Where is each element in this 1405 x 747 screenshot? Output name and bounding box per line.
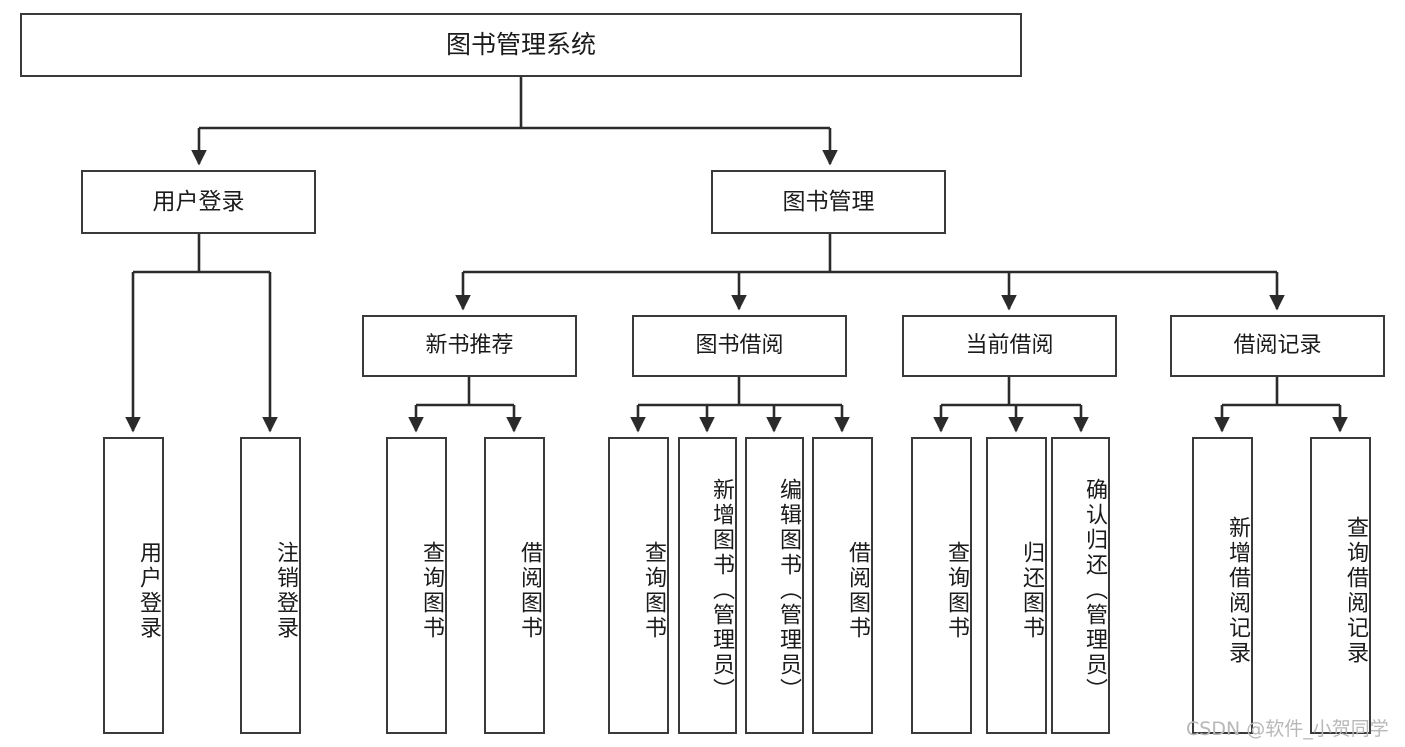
node-leaf-query-book-2[interactable]: 查询图书 [608, 437, 669, 734]
node-new-book-recommend[interactable]: 新书推荐 [362, 315, 577, 377]
node-leaf-user-login[interactable]: 用户登录 [103, 437, 164, 734]
node-leaf-add-book[interactable]: 新增图书（管理员） [678, 437, 737, 734]
node-leaf-return-book[interactable]: 归还图书 [986, 437, 1047, 734]
node-root[interactable]: 图书管理系统 [20, 13, 1022, 77]
node-leaf-query-book-3[interactable]: 查询图书 [911, 437, 972, 734]
node-book-management[interactable]: 图书管理 [711, 170, 946, 234]
node-leaf-query-record[interactable]: 查询借阅记录 [1310, 437, 1371, 734]
node-new-book-recommend-label: 新书推荐 [425, 333, 514, 359]
node-leaf-return-book-label: 归还图书 [1019, 540, 1044, 641]
node-leaf-add-record-label: 新增借阅记录 [1225, 515, 1250, 666]
node-leaf-edit-book[interactable]: 编辑图书（管理员） [745, 437, 804, 734]
node-leaf-edit-book-label: 编辑图书（管理员） [776, 478, 801, 703]
node-leaf-user-login-label: 用户登录 [136, 540, 161, 641]
node-leaf-query-book-1[interactable]: 查询图书 [386, 437, 447, 734]
csdn-watermark: CSDN @软件_小贺同学 [1186, 718, 1389, 740]
node-leaf-logout-login[interactable]: 注销登录 [240, 437, 301, 734]
node-user-login-label: 用户登录 [152, 188, 245, 215]
node-root-label: 图书管理系统 [445, 30, 596, 60]
node-book-borrow-label: 图书借阅 [695, 333, 784, 359]
node-leaf-query-book-1-label: 查询图书 [419, 540, 444, 641]
node-book-borrow[interactable]: 图书借阅 [632, 315, 847, 377]
node-leaf-add-record[interactable]: 新增借阅记录 [1192, 437, 1253, 734]
node-leaf-query-book-3-label: 查询图书 [944, 540, 969, 641]
node-leaf-borrow-book-2[interactable]: 借阅图书 [812, 437, 873, 734]
node-leaf-query-book-2-label: 查询图书 [641, 540, 666, 641]
node-leaf-borrow-book-1[interactable]: 借阅图书 [484, 437, 545, 734]
node-borrow-record[interactable]: 借阅记录 [1170, 315, 1385, 377]
node-leaf-logout-login-label: 注销登录 [273, 540, 298, 641]
node-leaf-add-book-label: 新增图书（管理员） [709, 478, 734, 703]
node-current-borrow[interactable]: 当前借阅 [902, 315, 1117, 377]
node-leaf-borrow-book-2-label: 借阅图书 [845, 540, 870, 641]
node-leaf-query-record-label: 查询借阅记录 [1343, 515, 1368, 666]
node-user-login[interactable]: 用户登录 [81, 170, 316, 234]
node-current-borrow-label: 当前借阅 [965, 333, 1054, 359]
node-leaf-confirm-return-label: 确认归还（管理员） [1082, 478, 1107, 703]
node-borrow-record-label: 借阅记录 [1233, 333, 1322, 359]
node-leaf-confirm-return[interactable]: 确认归还（管理员） [1051, 437, 1110, 734]
node-book-management-label: 图书管理 [782, 188, 875, 215]
node-leaf-borrow-book-1-label: 借阅图书 [517, 540, 542, 641]
